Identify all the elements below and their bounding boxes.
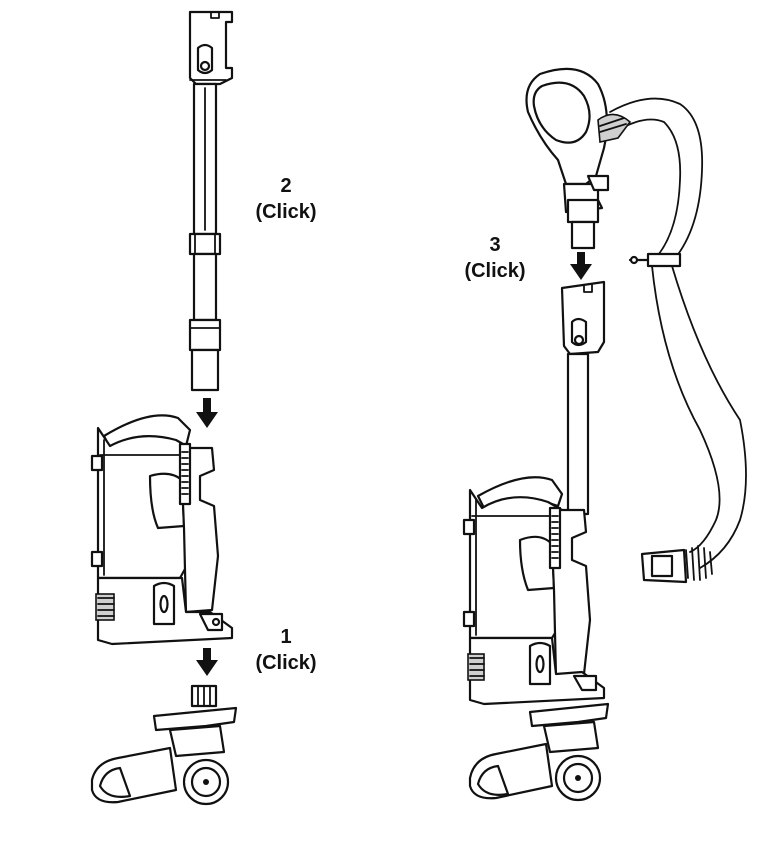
left-assembly bbox=[90, 10, 238, 806]
arrow-down-floorhead bbox=[196, 648, 218, 676]
vacuum-pod-body bbox=[90, 414, 234, 646]
step-1-action: (Click) bbox=[255, 652, 317, 674]
wand-tube bbox=[188, 82, 222, 392]
hose-handle bbox=[525, 67, 632, 250]
arrow-down-wand bbox=[196, 398, 218, 428]
step-2-number: 2 bbox=[280, 175, 292, 197]
assembled-body bbox=[462, 476, 610, 802]
step-1-number: 1 bbox=[280, 626, 292, 648]
step-3-action: (Click) bbox=[464, 260, 526, 282]
assembled-wand bbox=[560, 280, 606, 516]
flexible-hose bbox=[599, 97, 747, 584]
wand-top-bracket bbox=[188, 10, 234, 86]
step-1-label: 1 (Click) bbox=[231, 624, 341, 676]
step-2-label: 2 (Click) bbox=[231, 173, 341, 225]
step-3-label: 3 (Click) bbox=[440, 232, 550, 284]
arrow-down-handle bbox=[570, 252, 592, 280]
floor-nozzle bbox=[90, 684, 238, 806]
right-assembly bbox=[462, 67, 747, 802]
step-3-number: 3 bbox=[489, 234, 501, 256]
step-2-action: (Click) bbox=[255, 201, 317, 223]
